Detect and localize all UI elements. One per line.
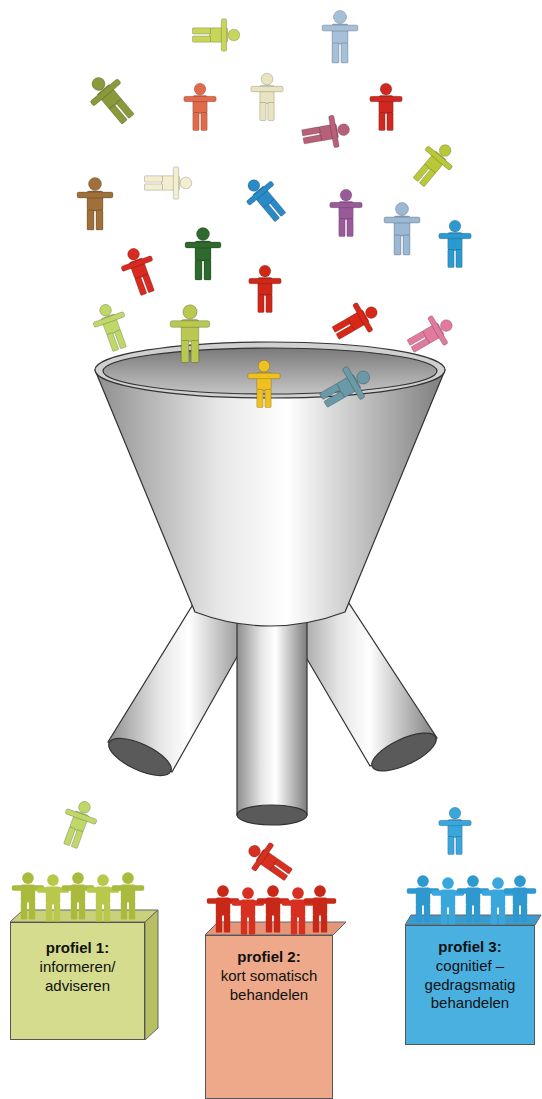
profile-box: profiel 1:informeren/ adviseren bbox=[10, 922, 145, 1040]
profile-description: informeren/ adviseren bbox=[15, 958, 140, 996]
falling-figures bbox=[55, 11, 471, 889]
profile-box: profiel 3:cognitief – gedragsmatig behan… bbox=[405, 925, 535, 1045]
profile-heading: profiel 3: bbox=[410, 938, 530, 957]
profile-description: cognitief – gedragsmatig behandelen bbox=[410, 957, 530, 1013]
profile-box: profiel 2:kort somatisch behandelen bbox=[205, 935, 333, 1099]
profile-heading: profiel 2: bbox=[210, 948, 328, 967]
funnel-cone bbox=[95, 342, 445, 626]
profile-description: kort somatisch behandelen bbox=[210, 967, 328, 1005]
profile-heading: profiel 1: bbox=[15, 939, 140, 958]
